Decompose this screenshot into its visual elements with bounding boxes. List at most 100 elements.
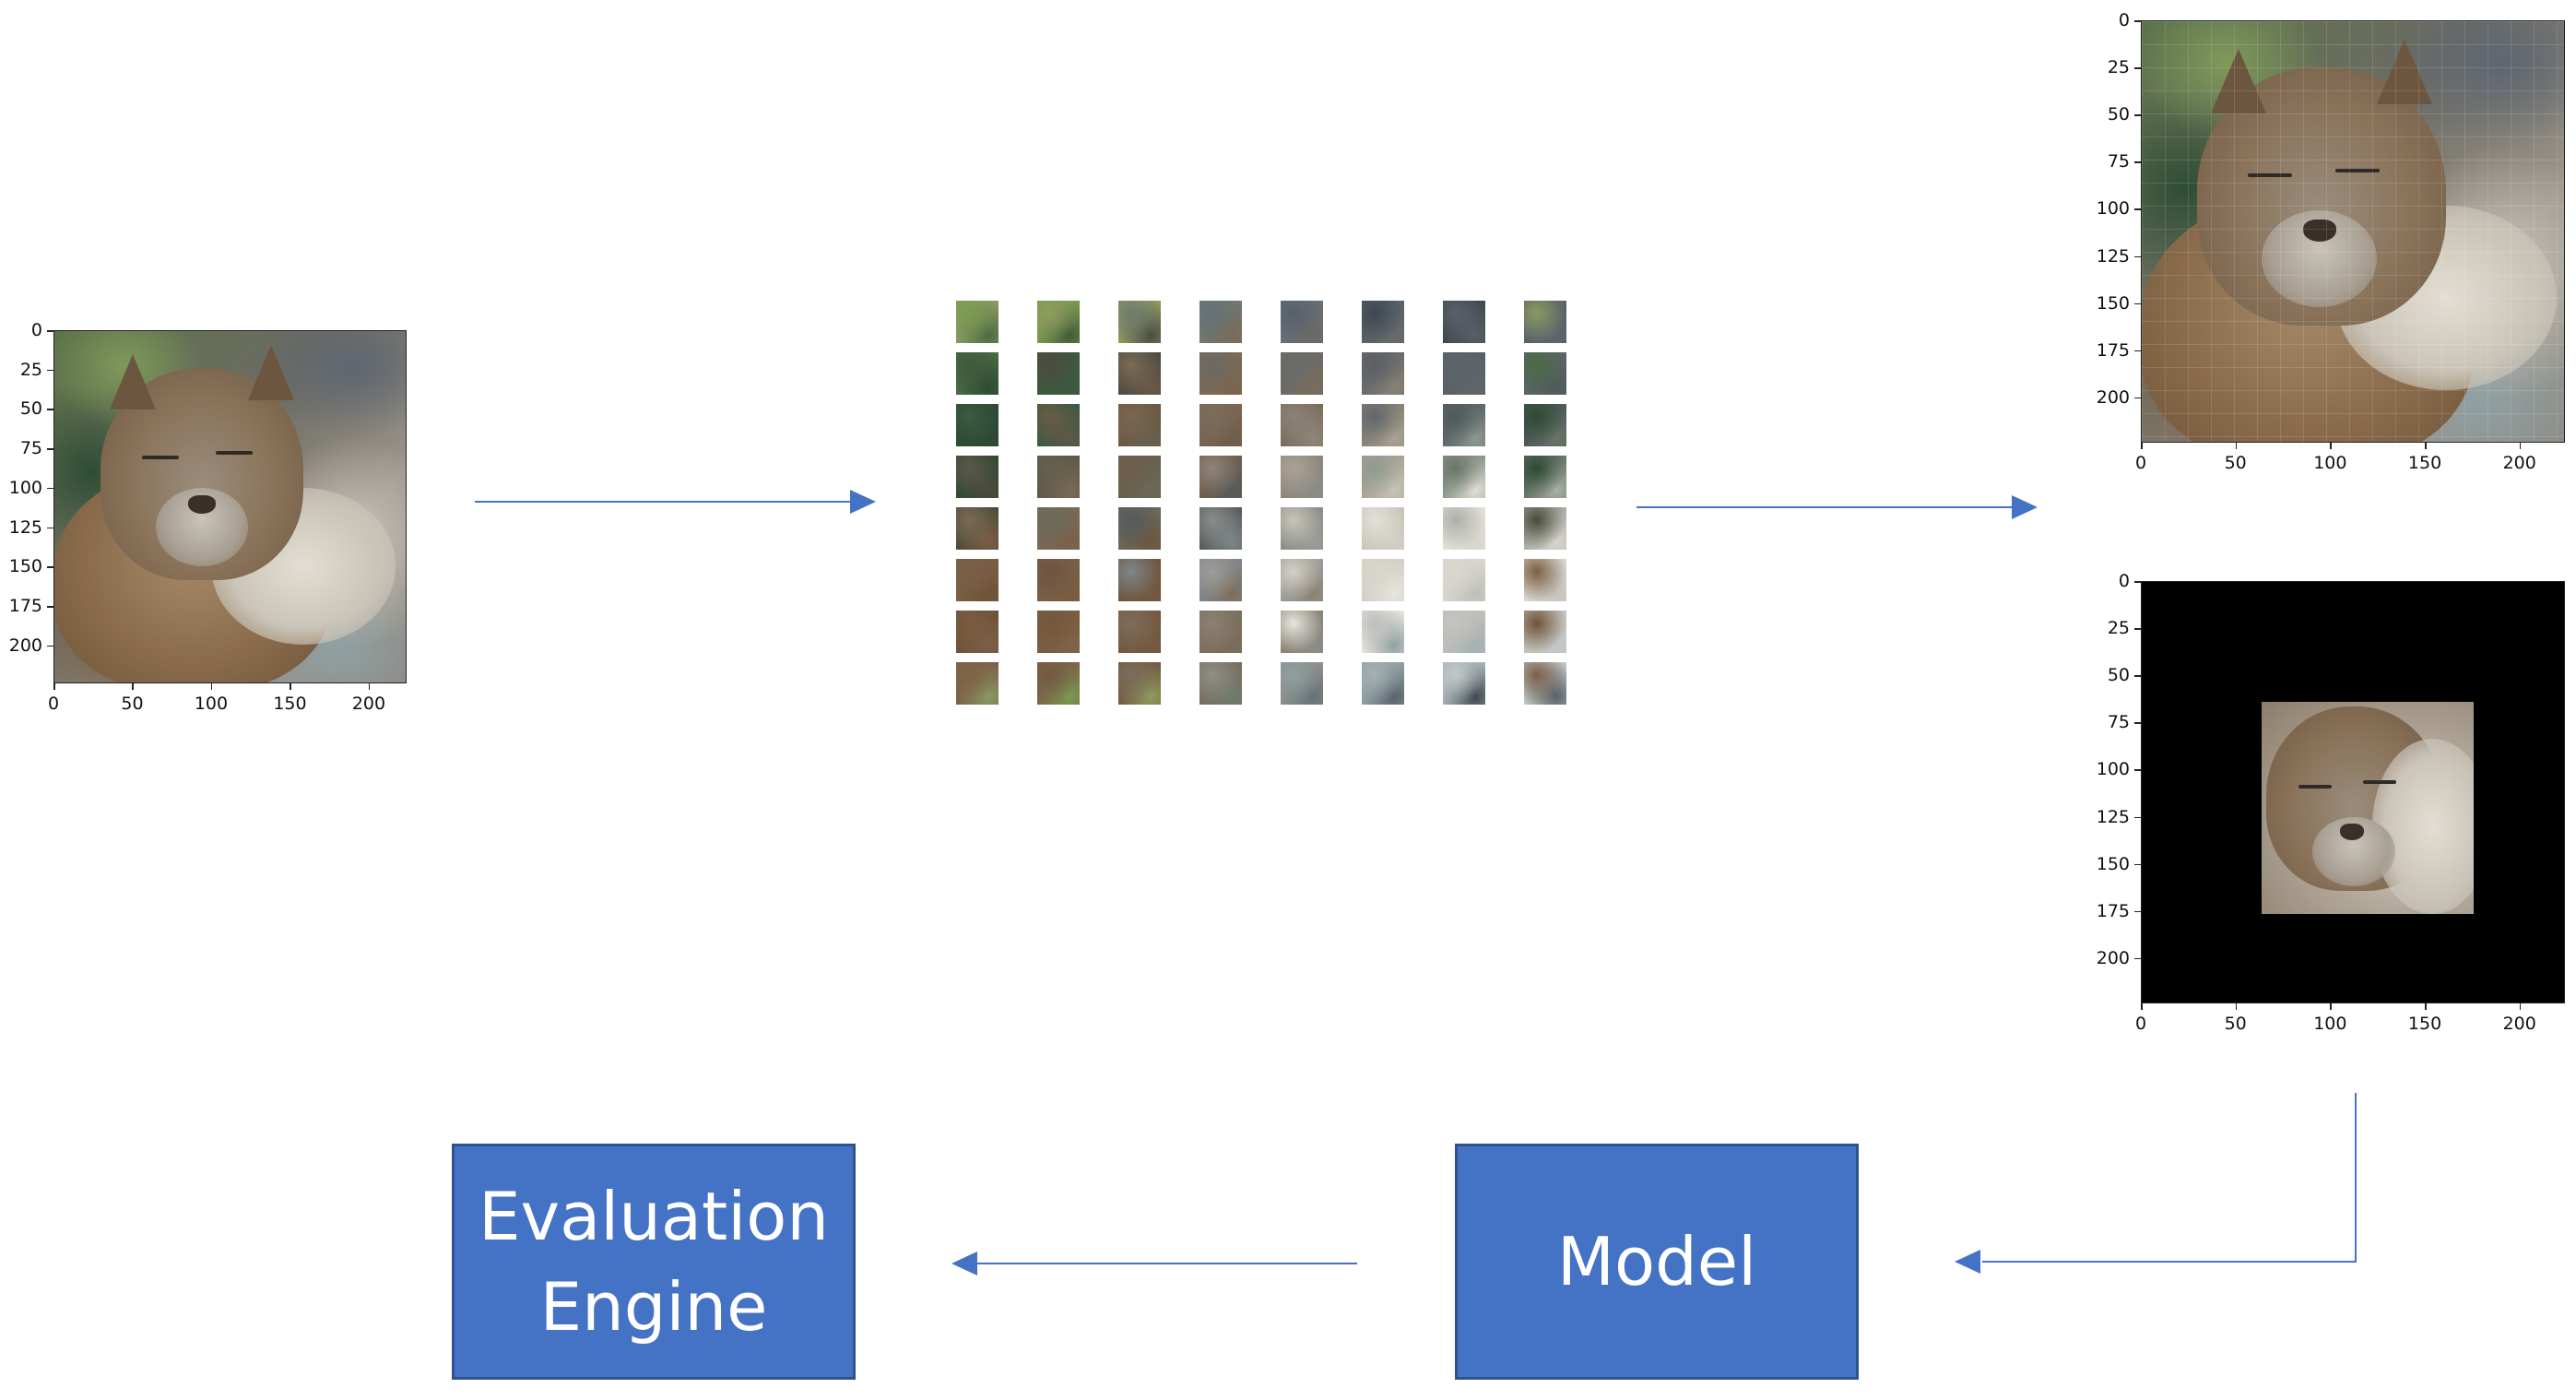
masked-image-frame: [2141, 581, 2565, 1003]
reconstructed-xtick-mark: [2235, 443, 2238, 449]
reconstructed-xtick-label: 200: [2502, 453, 2536, 473]
image-patch: [1362, 456, 1404, 498]
input-image-frame: [53, 330, 407, 683]
image-patch: [1118, 456, 1161, 498]
reconstructed-xtick-label: 100: [2313, 453, 2347, 473]
image-patch: [1524, 662, 1566, 705]
masked-ytick-label: 150: [2096, 853, 2130, 874]
arrow-head-patches-to-outputs: [2012, 495, 2038, 519]
input-ytick-mark: [47, 606, 53, 608]
image-patch: [1037, 507, 1080, 550]
input-ytick-label: 175: [8, 596, 42, 617]
image-patch: [1362, 301, 1404, 343]
masked-ytick-mark: [2134, 863, 2141, 866]
image-patch: [1037, 352, 1080, 395]
masked-xtick-label: 0: [2134, 1014, 2147, 1034]
image-patch: [1199, 662, 1242, 705]
image-patch: [1281, 559, 1323, 601]
image-patch: [1362, 662, 1404, 705]
input-xtick-mark: [53, 683, 55, 690]
image-patch: [1118, 507, 1161, 550]
image-patch: [1362, 352, 1404, 395]
image-patch: [1281, 456, 1323, 498]
image-patch: [1362, 559, 1404, 601]
image-patch: [956, 456, 998, 498]
masked-xtick-label: 150: [2407, 1014, 2442, 1034]
image-patch: [1281, 507, 1323, 550]
input-xtick-label: 150: [273, 694, 307, 714]
arrow-head-outputs-to-model: [1955, 1250, 1980, 1274]
image-patch: [1118, 404, 1161, 446]
masked-xtick-mark: [2235, 1003, 2238, 1010]
image-patch: [1281, 352, 1323, 395]
masked-ytick-label: 25: [2107, 618, 2130, 639]
image-patch: [1443, 301, 1485, 343]
input-ytick-label: 50: [19, 398, 42, 420]
reconstructed-ytick-label: 125: [2096, 245, 2130, 267]
reconstructed-xtick-label: 150: [2407, 453, 2442, 473]
input-ytick-mark: [47, 566, 53, 568]
reconstructed-xtick-mark: [2425, 443, 2427, 449]
input-ytick-mark: [47, 330, 53, 332]
image-patch: [1524, 456, 1566, 498]
masked-ytick-mark: [2134, 628, 2141, 630]
reconstructed-ytick-mark: [2134, 350, 2141, 352]
image-patch: [1443, 352, 1485, 395]
reconstructed-ytick-mark: [2134, 255, 2141, 258]
image-patch: [1443, 611, 1485, 653]
image-patch: [1281, 301, 1323, 343]
reconstructed-xtick-mark: [2330, 443, 2332, 449]
reconstructed-ytick-label: 175: [2096, 339, 2130, 361]
image-patch: [1118, 611, 1161, 653]
image-patch: [1524, 507, 1566, 550]
image-patch: [1118, 301, 1161, 343]
image-patch: [1281, 611, 1323, 653]
masked-ytick-mark: [2134, 722, 2141, 724]
input-ytick-label: 25: [19, 359, 42, 380]
reconstructed-ytick-mark: [2134, 161, 2141, 163]
image-patch: [956, 611, 998, 653]
reconstructed-xtick-mark: [2141, 443, 2143, 449]
reconstructed-ytick-mark: [2134, 20, 2141, 22]
evaluation-engine-label: Evaluation Engine: [479, 1178, 829, 1346]
image-patch: [1037, 611, 1080, 653]
input-ytick-mark: [47, 369, 53, 372]
masked-ytick-mark: [2134, 675, 2141, 677]
image-patch: [1199, 456, 1242, 498]
masked-ytick-mark: [2134, 581, 2141, 583]
masked-xtick-label: 200: [2502, 1014, 2536, 1034]
image-patch: [956, 301, 998, 343]
masked-ytick-label: 0: [2118, 571, 2130, 591]
masked-ytick-label: 200: [2096, 947, 2130, 968]
model-box: Model: [1455, 1144, 1859, 1380]
image-patch: [956, 507, 998, 550]
input-xtick-mark: [132, 683, 134, 690]
model-label: Model: [1556, 1223, 1757, 1300]
arrow-head-model-to-evaluation: [951, 1252, 977, 1275]
input-xtick-mark: [290, 683, 291, 690]
reconstructed-ytick-mark: [2134, 303, 2141, 305]
reconstructed-ytick-label: 75: [2107, 151, 2130, 172]
input-ytick-mark: [47, 645, 53, 647]
image-patch: [1443, 404, 1485, 446]
image-patch: [1524, 301, 1566, 343]
reconstructed-ytick-mark: [2134, 397, 2141, 399]
reconstructed-xtick-mark: [2519, 443, 2522, 449]
image-patch: [1362, 404, 1404, 446]
input-xtick-label: 100: [194, 694, 229, 714]
masked-xtick-label: 100: [2313, 1014, 2347, 1034]
reconstructed-image-frame: [2141, 20, 2565, 443]
input-ytick-mark: [47, 527, 53, 529]
patch-grid: [956, 301, 1570, 705]
evaluation-engine-box: Evaluation Engine: [452, 1144, 856, 1380]
input-ytick-label: 75: [19, 438, 42, 459]
input-ytick-label: 100: [8, 477, 42, 498]
masked-ytick-label: 100: [2096, 759, 2130, 780]
image-patch: [1118, 662, 1161, 705]
image-patch: [956, 352, 998, 395]
image-patch: [1199, 559, 1242, 601]
reconstructed-xtick-label: 0: [2134, 453, 2147, 473]
image-patch: [1362, 507, 1404, 550]
